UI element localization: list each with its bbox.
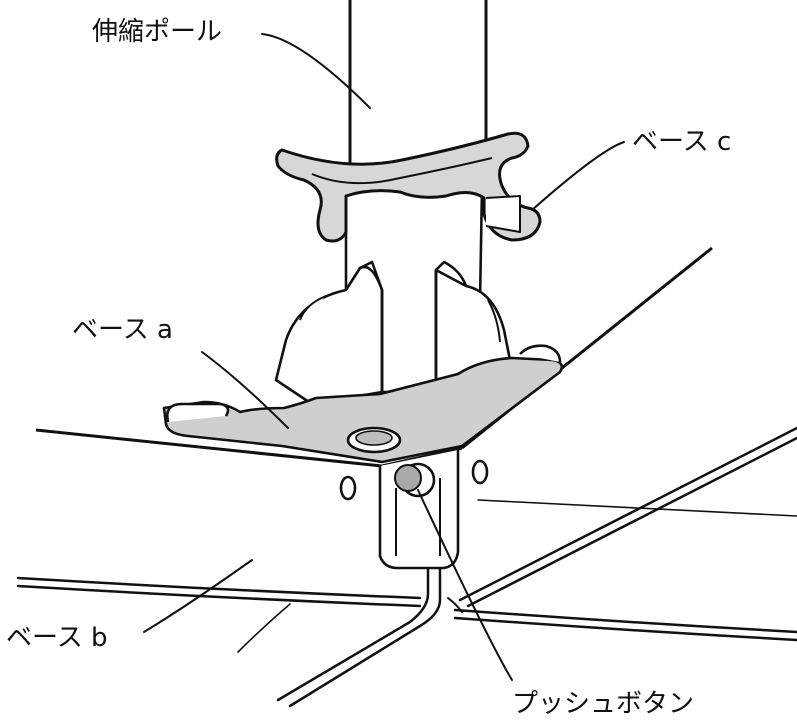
label-base-b: ベース b: [6, 623, 107, 653]
leader-base-b: [143, 559, 253, 633]
label-base-a: ベース a: [72, 315, 173, 345]
telescopic-pole: [348, 0, 488, 170]
base-c-part: [275, 131, 542, 243]
push-button: [394, 462, 436, 498]
leader-push-button: [417, 489, 513, 681]
leader-base-c: [531, 141, 625, 211]
floor-lines: [16, 426, 797, 708]
label-push-button: プッシュボタン: [512, 689, 694, 719]
leader-lines: [143, 33, 625, 681]
label-telescopic-pole: 伸縮ポール: [92, 17, 222, 47]
leader-telescopic-pole: [261, 33, 371, 109]
leader-base-a: [201, 351, 289, 429]
base-a-plate: [162, 344, 564, 464]
label-base-c: ベース c: [632, 127, 731, 157]
